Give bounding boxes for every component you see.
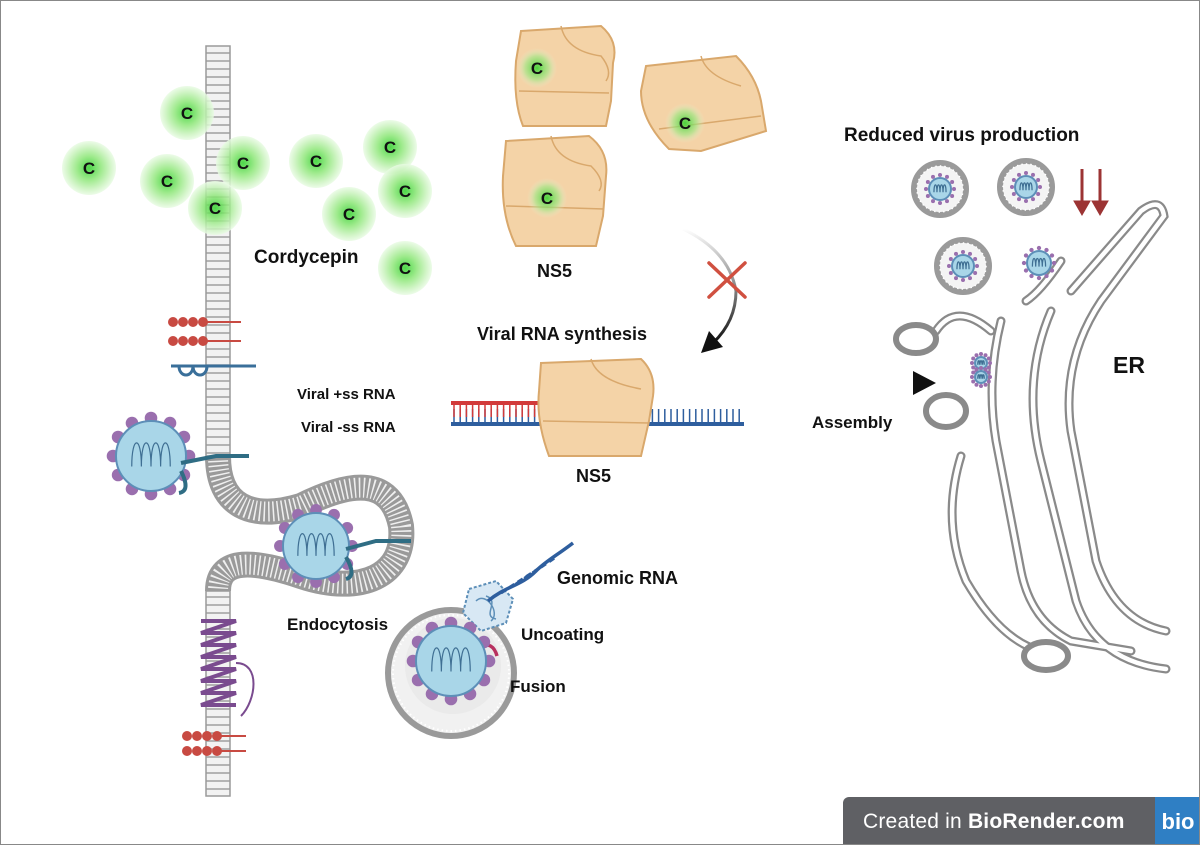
virion-icon: [934, 237, 992, 295]
membrane-receptors: [168, 317, 256, 756]
virion-icon: [970, 366, 992, 388]
biorender-watermark[interactable]: Created in BioRender.com bio: [843, 797, 1199, 844]
cordycepin-c-ns5-2: C: [679, 114, 691, 133]
cordycepin-molecule: C: [160, 86, 214, 140]
cordycepin-c-label: C: [310, 152, 322, 171]
watermark-prefix: Created in: [863, 809, 968, 833]
virion-icon: [106, 411, 196, 501]
virion-icon: [970, 352, 992, 374]
block-x-icon: [707, 261, 747, 299]
assembly-arrow-head: [913, 371, 936, 395]
virion-icon: [1021, 245, 1057, 281]
ns5-on-rna: [537, 357, 655, 457]
cordycepin-molecule: C: [378, 164, 432, 218]
virion-icon: [911, 160, 969, 218]
virus-receptor: [178, 454, 411, 581]
ns5-protein-1: [514, 24, 616, 127]
ns5-protein-3: [501, 134, 608, 247]
reduced-arrows-icon: [1073, 169, 1109, 217]
er-vesicles: [893, 322, 1071, 673]
cordycepin-c-label: C: [161, 172, 173, 191]
ns5-protein-2: [639, 54, 768, 153]
virion-icon: [274, 504, 358, 588]
cordycepin-c-label: C: [83, 159, 95, 178]
virion-icon: [997, 158, 1055, 216]
cordycepin-molecule: C: [363, 120, 417, 174]
cordycepin-molecule: C: [378, 241, 432, 295]
cordycepin-molecule: C: [216, 136, 270, 190]
er-inner: [933, 202, 1169, 672]
cordycepin-molecule: C: [188, 181, 242, 235]
cordycepin-molecule: C: [322, 187, 376, 241]
cordycepin-c-label: C: [399, 182, 411, 201]
watermark-brand: BioRender.com: [967, 809, 1125, 833]
virions: [911, 158, 1057, 388]
virion-icon: [406, 616, 496, 706]
cordycepin-molecule: C: [62, 141, 116, 195]
blocked-arrow: [682, 227, 738, 345]
watermark-text: Created in BioRender.com: [843, 810, 1125, 834]
genomic-rna-strand: [486, 541, 575, 603]
cordycepin-molecule: C: [140, 154, 194, 208]
cordycepin-c-label: C: [209, 199, 221, 218]
cordycepin-c-ns5-1: C: [531, 59, 543, 78]
cordycepin-c-label: C: [343, 205, 355, 224]
cordycepin-c-label: C: [399, 259, 411, 278]
cordycepin-c-label: C: [181, 104, 193, 123]
cordycepin-c-label: C: [384, 138, 396, 157]
cordycepin-molecule: C: [289, 134, 343, 188]
cordycepin-c-ns5-3: C: [541, 189, 553, 208]
blocked-arrow-head: [701, 331, 723, 353]
membrane-virions: [106, 411, 496, 706]
cordycepin-molecules: C C C C C C C C C C: [62, 86, 432, 295]
biorender-logo-icon: bio: [1155, 797, 1199, 844]
cordycepin-c-label: C: [237, 154, 249, 173]
